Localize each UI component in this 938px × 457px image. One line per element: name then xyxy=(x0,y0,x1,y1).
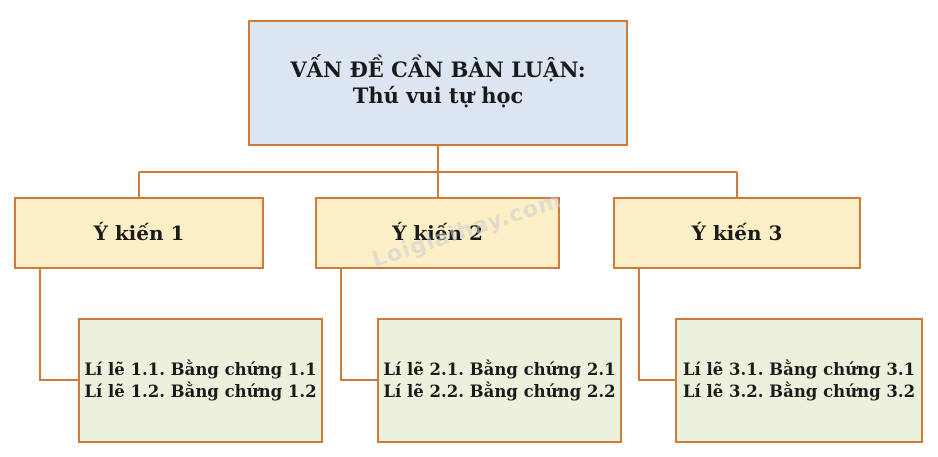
opinion-3-box: Ý kiến 3 xyxy=(613,197,861,269)
link-opinion-1-reasons xyxy=(39,269,78,381)
opinion-3-label: Ý kiến 3 xyxy=(691,221,783,245)
opinion-2-label: Ý kiến 2 xyxy=(392,221,483,245)
reason-2-1: Lí lẽ 2.1. Bằng chứng 2.1 xyxy=(383,359,616,379)
opinion-1-label: Ý kiến 1 xyxy=(93,221,185,245)
root-topic-title: VẤN ĐỀ CẦN BÀN LUẬN: xyxy=(290,57,586,82)
link-opinion-3-reasons xyxy=(638,269,675,381)
link-opinion-2-reasons xyxy=(340,269,377,381)
reason-1-2: Lí lẽ 1.2. Bằng chứng 1.2 xyxy=(84,381,317,401)
reason-2-2: Lí lẽ 2.2. Bằng chứng 2.2 xyxy=(383,381,616,401)
opinion-2-box: Ý kiến 2 xyxy=(315,197,560,269)
reason-3-2: Lí lẽ 3.2. Bằng chứng 3.2 xyxy=(682,381,916,401)
reasons-2-box: Lí lẽ 2.1. Bằng chứng 2.1 Lí lẽ 2.2. Bằn… xyxy=(377,318,622,443)
opinion-1-box: Ý kiến 1 xyxy=(14,197,264,269)
root-topic-subtitle: Thú vui tự học xyxy=(352,83,524,108)
reasons-3-box: Lí lẽ 3.1. Bằng chứng 3.1 Lí lẽ 3.2. Bằn… xyxy=(675,318,923,443)
root-topic-box: VẤN ĐỀ CẦN BÀN LUẬN: Thú vui tự học xyxy=(248,20,628,146)
reason-1-1: Lí lẽ 1.1. Bằng chứng 1.1 xyxy=(84,359,317,379)
reason-3-1: Lí lẽ 3.1. Bằng chứng 3.1 xyxy=(682,359,916,379)
reasons-1-box: Lí lẽ 1.1. Bằng chứng 1.1 Lí lẽ 1.2. Bằn… xyxy=(78,318,323,443)
